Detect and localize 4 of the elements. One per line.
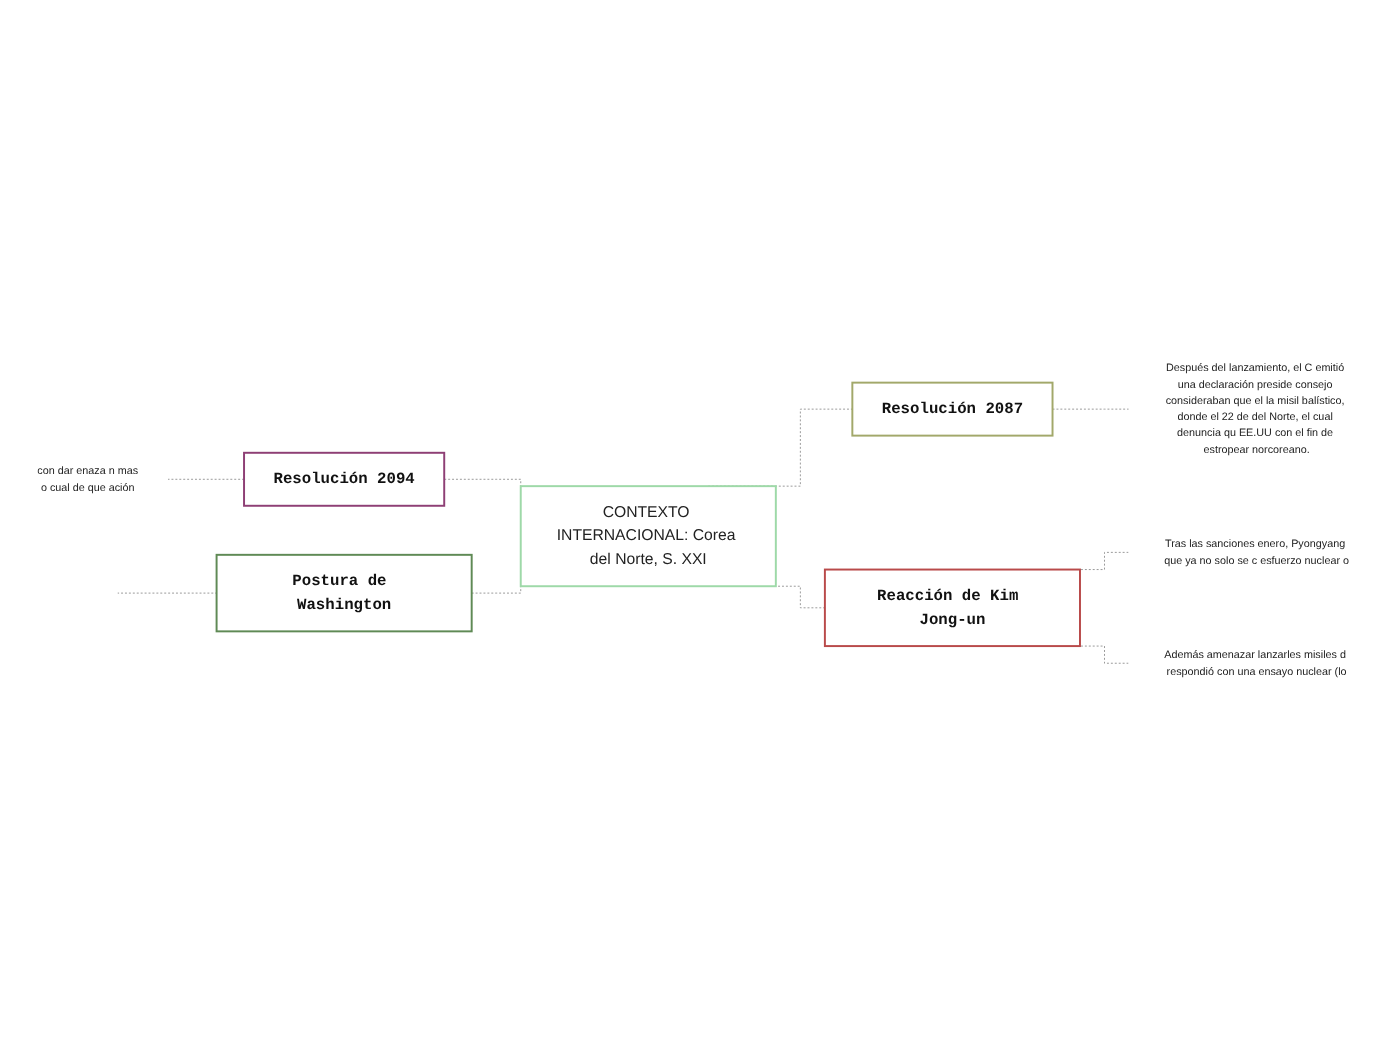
connector: [167, 478, 245, 480]
connector: [1052, 408, 1130, 410]
connector: [116, 592, 218, 594]
connector: [443, 478, 522, 489]
